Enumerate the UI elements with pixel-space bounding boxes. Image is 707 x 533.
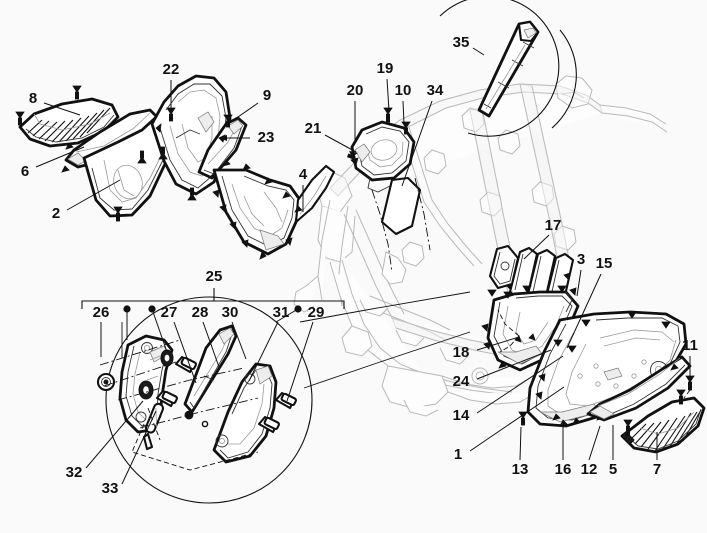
inset-construction-lines — [99, 339, 259, 471]
part-31-29-stand-leg-right — [212, 362, 278, 464]
leader-lines — [35, 47, 691, 485]
callout-16: 16 — [555, 461, 572, 478]
callout-33: 33 — [102, 480, 119, 497]
callout-25: 25 — [206, 268, 223, 285]
inset-connector-upper — [299, 291, 471, 323]
callout-12: 12 — [581, 461, 598, 478]
callout-14: 14 — [453, 407, 470, 424]
part-28-pin — [142, 402, 165, 451]
fastener-group-2 — [65, 142, 123, 222]
callout-4: 4 — [299, 166, 308, 183]
part-3-side-cover — [486, 290, 580, 372]
inset-part-35 — [439, 0, 577, 137]
callout-7: 7 — [653, 461, 661, 478]
leader-arrowheads — [219, 135, 358, 157]
construction-line-10 — [414, 177, 431, 251]
callout-19: 19 — [377, 60, 394, 77]
callout-15: 15 — [596, 255, 613, 272]
callout-2: 2 — [52, 205, 60, 222]
construction-line-18b — [499, 335, 520, 353]
part-35-shape — [477, 20, 540, 118]
callout-20: 20 — [347, 82, 364, 99]
bracket-25 — [81, 288, 345, 309]
callout-24: 24 — [453, 373, 470, 390]
callout-35: 35 — [453, 34, 470, 51]
callout-23: 23 — [258, 129, 275, 146]
callout-34: 34 — [427, 82, 444, 99]
callout-28: 28 — [192, 304, 209, 321]
callout-21: 21 — [305, 120, 322, 137]
fastener-group-4 — [209, 159, 303, 260]
callout-27: 27 — [161, 304, 178, 321]
callout-29: 29 — [308, 304, 325, 321]
part-8-front-grille — [18, 97, 120, 148]
fastener-19 — [383, 107, 393, 123]
callout-1: 1 — [454, 446, 462, 463]
part-30-stand-leg — [183, 324, 238, 414]
construction-line-34 — [371, 189, 393, 273]
callout-8: 8 — [29, 90, 37, 107]
fastener-group-30 — [184, 410, 209, 428]
callout-17: 17 — [545, 217, 562, 234]
part-34-step-pad — [380, 176, 422, 236]
callout-9: 9 — [263, 87, 271, 104]
part-4-floor-frame — [212, 164, 336, 256]
inset-connector-lower — [303, 331, 471, 389]
frame-bracket-left-of-17 — [488, 244, 520, 290]
part-29-bolts — [257, 391, 297, 434]
inset-circle-25 — [105, 296, 313, 504]
callout-26: 26 — [93, 304, 110, 321]
part-7-rear-grille — [620, 396, 706, 454]
fastener-group-7 — [623, 389, 686, 437]
callout-22: 22 — [163, 61, 180, 78]
callout-5: 5 — [609, 461, 617, 478]
callout-6: 6 — [21, 163, 29, 180]
callout-11: 11 — [682, 337, 698, 354]
construction-line-11 — [683, 389, 691, 399]
part-12-5-sill-strip — [586, 355, 692, 422]
callout-18: 18 — [453, 344, 470, 361]
callout-31: 31 — [273, 304, 290, 321]
callout-10: 10 — [395, 82, 412, 99]
fastener-group-8 — [15, 85, 82, 126]
callout-30: 30 — [222, 304, 239, 321]
callout-numbers: 8 6 2 22 9 23 4 21 20 19 10 34 35 17 3 1… — [21, 34, 698, 497]
part-32-bushing — [96, 372, 116, 392]
part-20-10-mount-bracket — [350, 120, 416, 193]
construction-line-18 — [497, 309, 520, 337]
callout-13: 13 — [512, 461, 529, 478]
callout-3: 3 — [577, 251, 585, 268]
callout-32: 32 — [66, 464, 83, 481]
